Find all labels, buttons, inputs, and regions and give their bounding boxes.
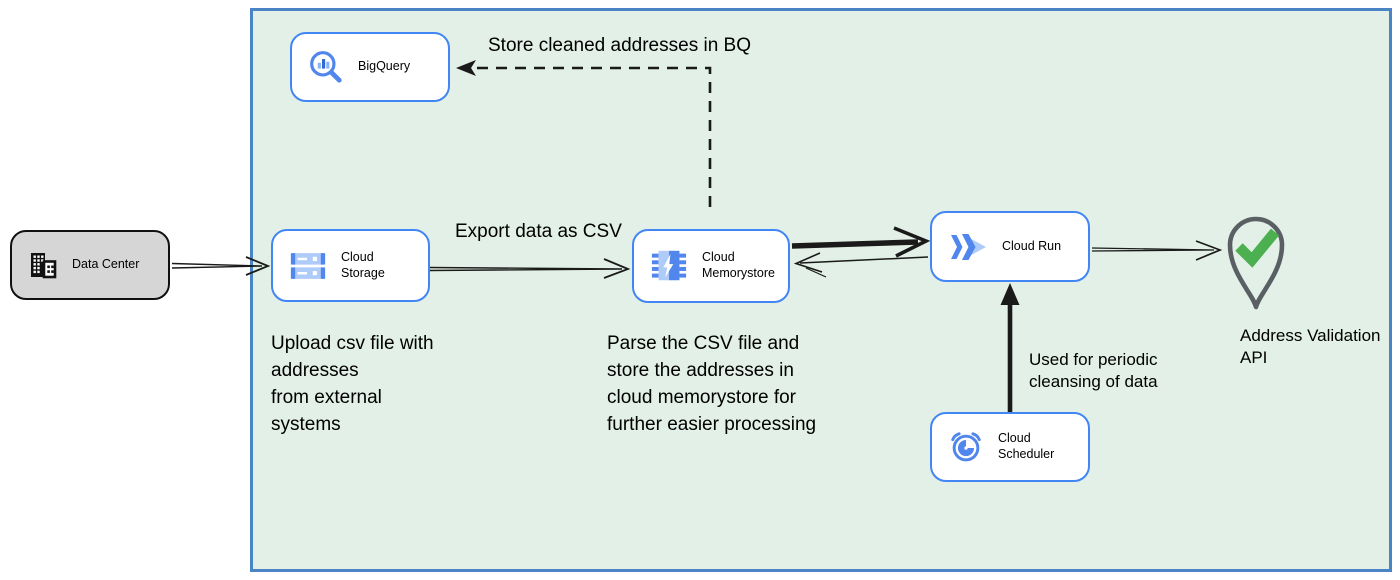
cloud-storage-icon <box>289 251 327 281</box>
data-center-building-icon <box>28 250 58 280</box>
annotation-export-csv: Export data as CSV <box>455 221 622 242</box>
annotation-parse-csv: Parse the CSV file and store the address… <box>607 333 817 435</box>
location-pin-check-icon <box>1221 208 1291 312</box>
node-cloud-run[interactable]: Cloud Run <box>930 211 1090 282</box>
cloud-scheduler-label: Cloud Scheduler <box>998 431 1055 461</box>
node-bigquery[interactable]: BigQuery <box>290 32 450 102</box>
node-cloud-memorystore[interactable]: Cloud Memorystore <box>632 229 790 303</box>
gcp-boundary-container[interactable] <box>250 8 1392 572</box>
node-cloud-storage[interactable]: Cloud Storage <box>271 229 430 302</box>
cloud-run-label: Cloud Run <box>1002 238 1062 253</box>
annotation-upload-csv: Upload csv file with addresses from exte… <box>271 333 434 435</box>
node-cloud-scheduler[interactable]: Cloud Scheduler <box>930 412 1090 482</box>
annotation-periodic-cleansing: Used for periodic cleansing of data <box>1029 350 1158 392</box>
bigquery-icon <box>308 49 344 85</box>
cloud-memorystore-label: Cloud Memorystore <box>702 250 775 280</box>
address-validation-pin[interactable] <box>1221 208 1291 312</box>
annotation-store-cleaned-bq: Store cleaned addresses in BQ <box>488 35 751 56</box>
cloud-storage-label: Cloud Storage <box>341 249 385 280</box>
cloud-memorystore-icon <box>650 247 688 285</box>
address-validation-label: Address Validation API <box>1240 326 1381 368</box>
node-data-center[interactable]: Data Center <box>10 230 170 300</box>
cloud-run-icon <box>948 232 988 262</box>
data-center-label: Data Center <box>72 257 140 272</box>
bigquery-label: BigQuery <box>358 59 411 74</box>
cloud-scheduler-icon <box>948 429 984 465</box>
